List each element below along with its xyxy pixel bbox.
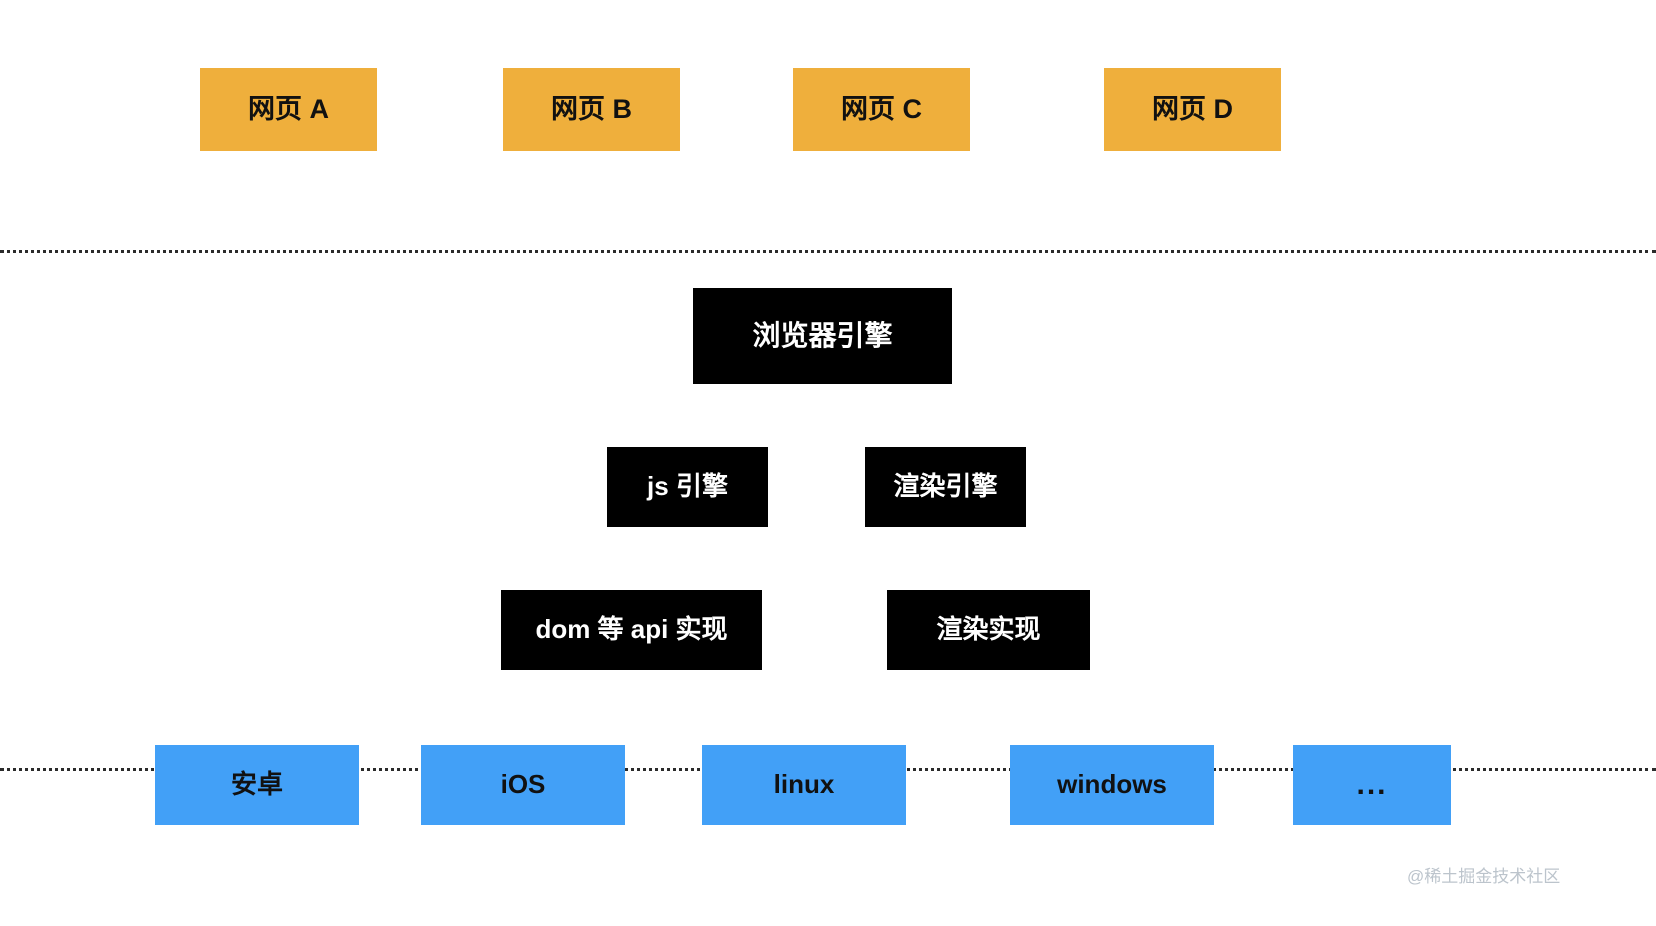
watermark: @稀土掘金技术社区 <box>1407 867 1561 886</box>
node-label: 渲染实现 <box>936 614 1041 645</box>
node-label: 浏览器引擎 <box>752 319 893 351</box>
node-os-windows[interactable]: windows <box>1010 745 1214 825</box>
node-label: 网页 D <box>1152 93 1233 124</box>
node-web-page-d[interactable]: 网页 D <box>1104 68 1281 151</box>
node-web-page-c[interactable]: 网页 C <box>793 68 970 151</box>
node-web-page-b[interactable]: 网页 B <box>503 68 680 151</box>
node-label: 网页 A <box>248 93 329 124</box>
node-label: windows <box>1057 769 1167 800</box>
node-label: 网页 B <box>551 93 632 124</box>
node-js-engine[interactable]: js 引擎 <box>607 447 768 527</box>
node-label: 渲染引擎 <box>893 471 998 502</box>
divider-top <box>0 250 1656 253</box>
node-label: 网页 C <box>841 93 922 124</box>
node-label: ... <box>1356 767 1388 801</box>
node-render-implementation[interactable]: 渲染实现 <box>887 590 1090 670</box>
node-label: dom 等 api 实现 <box>535 614 728 645</box>
node-label: iOS <box>500 769 546 800</box>
node-web-page-a[interactable]: 网页 A <box>200 68 377 151</box>
node-os-linux[interactable]: linux <box>702 745 906 825</box>
node-os-ios[interactable]: iOS <box>421 745 625 825</box>
node-browser-engine[interactable]: 浏览器引擎 <box>693 288 952 384</box>
node-label: js 引擎 <box>647 471 728 502</box>
node-label: 安卓 <box>230 769 283 800</box>
node-label: linux <box>773 769 835 800</box>
node-os-more[interactable]: ... <box>1293 745 1451 825</box>
node-dom-api-implementation[interactable]: dom 等 api 实现 <box>501 590 762 670</box>
node-render-engine[interactable]: 渲染引擎 <box>865 447 1026 527</box>
node-os-android[interactable]: 安卓 <box>155 745 359 825</box>
